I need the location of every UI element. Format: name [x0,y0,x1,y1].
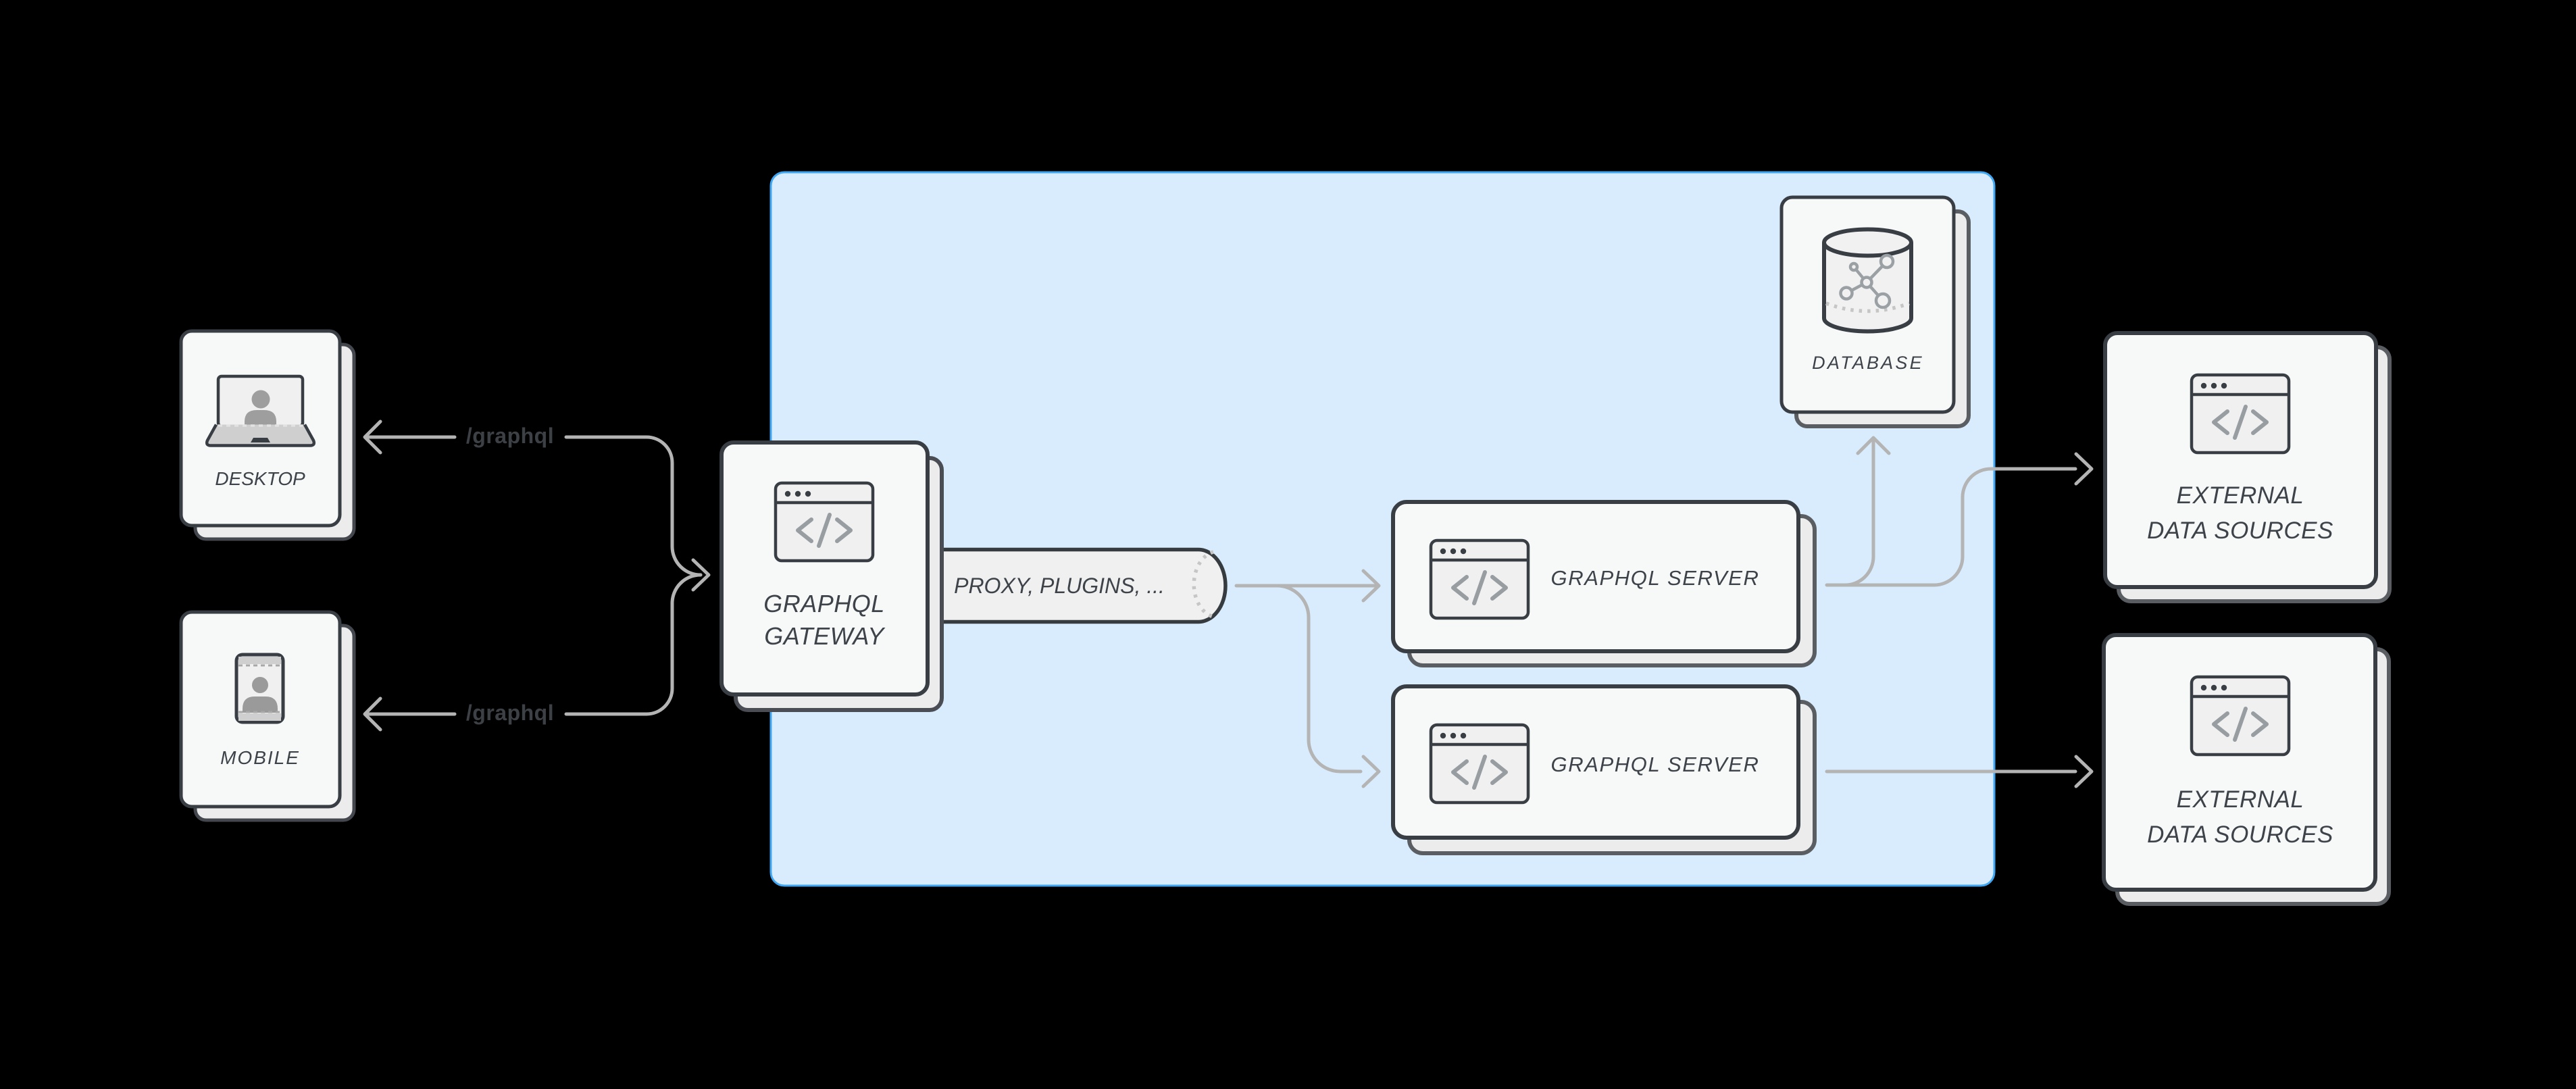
svg-text:EXTERNAL: EXTERNAL [2177,786,2304,813]
svg-text:/graphql: /graphql [466,701,554,725]
svg-text:DATA SOURCES: DATA SOURCES [2147,517,2333,544]
svg-text:MOBILE: MOBILE [220,747,300,768]
svg-text:DATA SOURCES: DATA SOURCES [2147,821,2333,848]
svg-text:GRAPHQL SERVER: GRAPHQL SERVER [1551,753,1760,776]
svg-text:/graphql: /graphql [466,424,554,448]
svg-text:GATEWAY: GATEWAY [764,622,886,650]
svg-text:DESKTOP: DESKTOP [215,468,305,489]
svg-text:PROXY, PLUGINS, ...: PROXY, PLUGINS, ... [954,574,1165,598]
svg-text:GRAPHQL SERVER: GRAPHQL SERVER [1551,566,1760,590]
svg-text:EXTERNAL: EXTERNAL [2177,482,2304,509]
svg-text:DATABASE: DATABASE [1812,353,1924,373]
svg-text:GRAPHQL: GRAPHQL [763,590,885,617]
